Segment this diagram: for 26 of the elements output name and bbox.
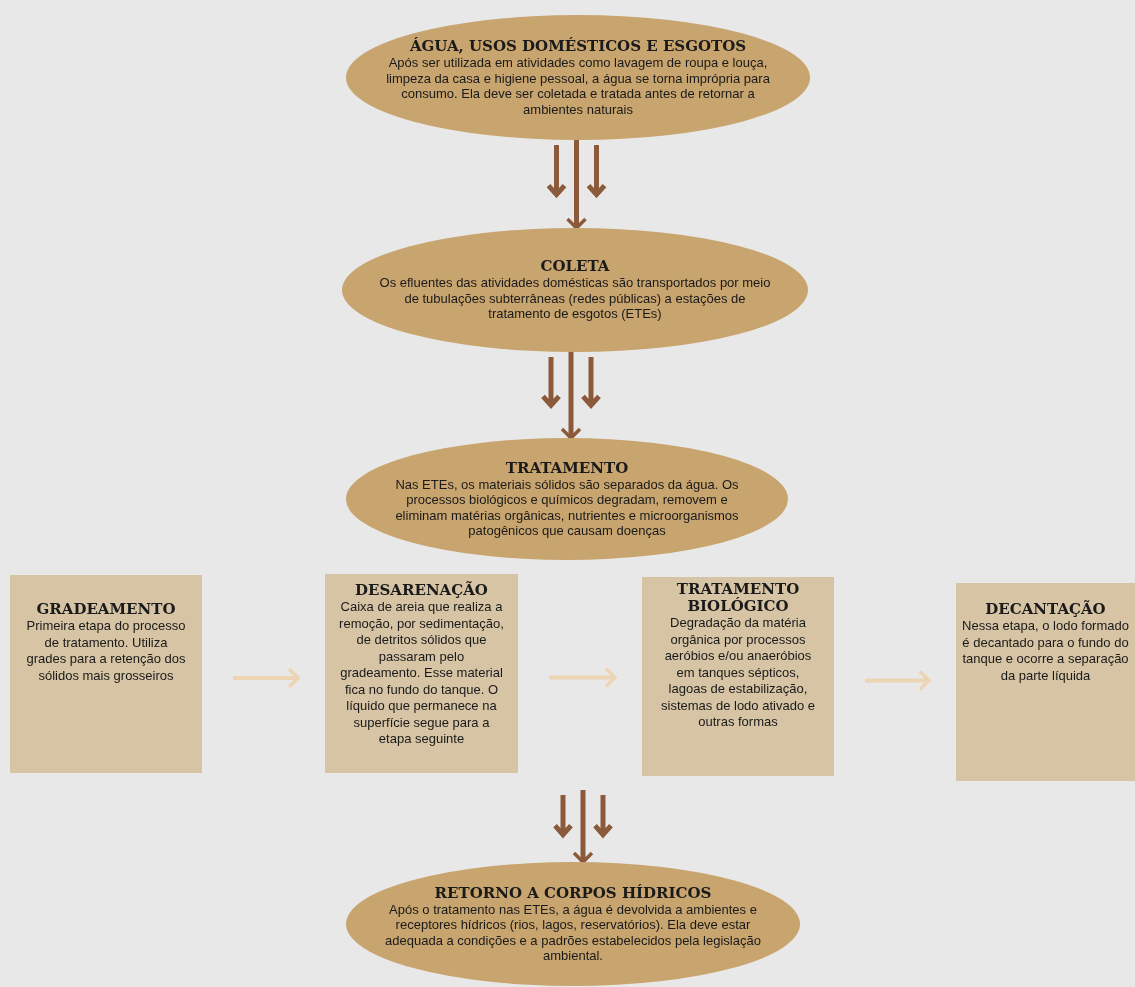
step-title: GRADEAMENTO [36, 601, 176, 618]
arrow [572, 790, 594, 864]
process-box [642, 577, 834, 776]
arrow [560, 352, 582, 440]
step-title: DESARENAÇÃO [355, 582, 488, 599]
process-box [956, 583, 1135, 781]
step-description: Degradação da matéria orgânica por processos aeróbios e/ou anaeróbios em tanques sépticos, lagoas de estabilização, sistemas de lodo ativado e outras formas [660, 615, 816, 731]
step-title: DECANTAÇÃO [985, 601, 1106, 618]
arrow [865, 669, 931, 692]
step-title: TRATAMENTO BIOLÓGICO [675, 581, 801, 615]
step-description: Nas ETEs, os materiais sólidos são separados da água. Os processos biológicos e químicos degradam, removem e eliminam matérias orgânicas, nutrientes e microorganismos patogênicos que causam doenças [394, 476, 740, 539]
arrow [233, 667, 300, 689]
step-title: COLETA [540, 258, 610, 276]
step-description: Após ser utilizada em atividades como lavagem de roupa e louça, limpeza da casa e higiene pessoal, a água se torna imprópria para consumo. Ela deve ser coletada e tratada antes de retornar a ambientes naturais [385, 55, 771, 117]
step-description: Os efluentes das atividades domésticas são transportados por meio de tubulações subterrâneas (redes públicas) a estações de tratamento de esgotos (ETEs) [378, 275, 772, 322]
step-title: RETORNO A CORPOS HÍDRICOS [434, 884, 712, 902]
process-box [325, 574, 518, 773]
step-description: Nessa etapa, o lodo formado é decantado para o fundo do tanque e ocorre a separação da parte líquida [962, 618, 1129, 684]
step-title: ÁGUA, USOS DOMÉSTICOS E ESGOTOS [409, 38, 747, 55]
process-box [10, 575, 202, 773]
step-description: Após o tratamento nas ETEs, a água é devolvida a ambientes e receptores hídricos (rios, lagos, reservatórios). Ela deve estar adequada a condições e a padrões estabelecidos pela legislação ambiental. [384, 901, 762, 964]
step-description: Primeira etapa do processo de tratamento. Utiliza grades para a retenção dos sólidos mais grosseiros [25, 618, 187, 684]
step-description: Caixa de areia que realiza a remoção, por sedimentação, de detritos sólidos que passaram pelo gradeamento. Esse material fica no fundo do tanque. O líquido que permanece na superfície segue para a etapa seguinte [339, 599, 504, 748]
arrow [565, 140, 588, 230]
step-title: TRATAMENTO [505, 459, 629, 477]
arrow [549, 666, 617, 689]
